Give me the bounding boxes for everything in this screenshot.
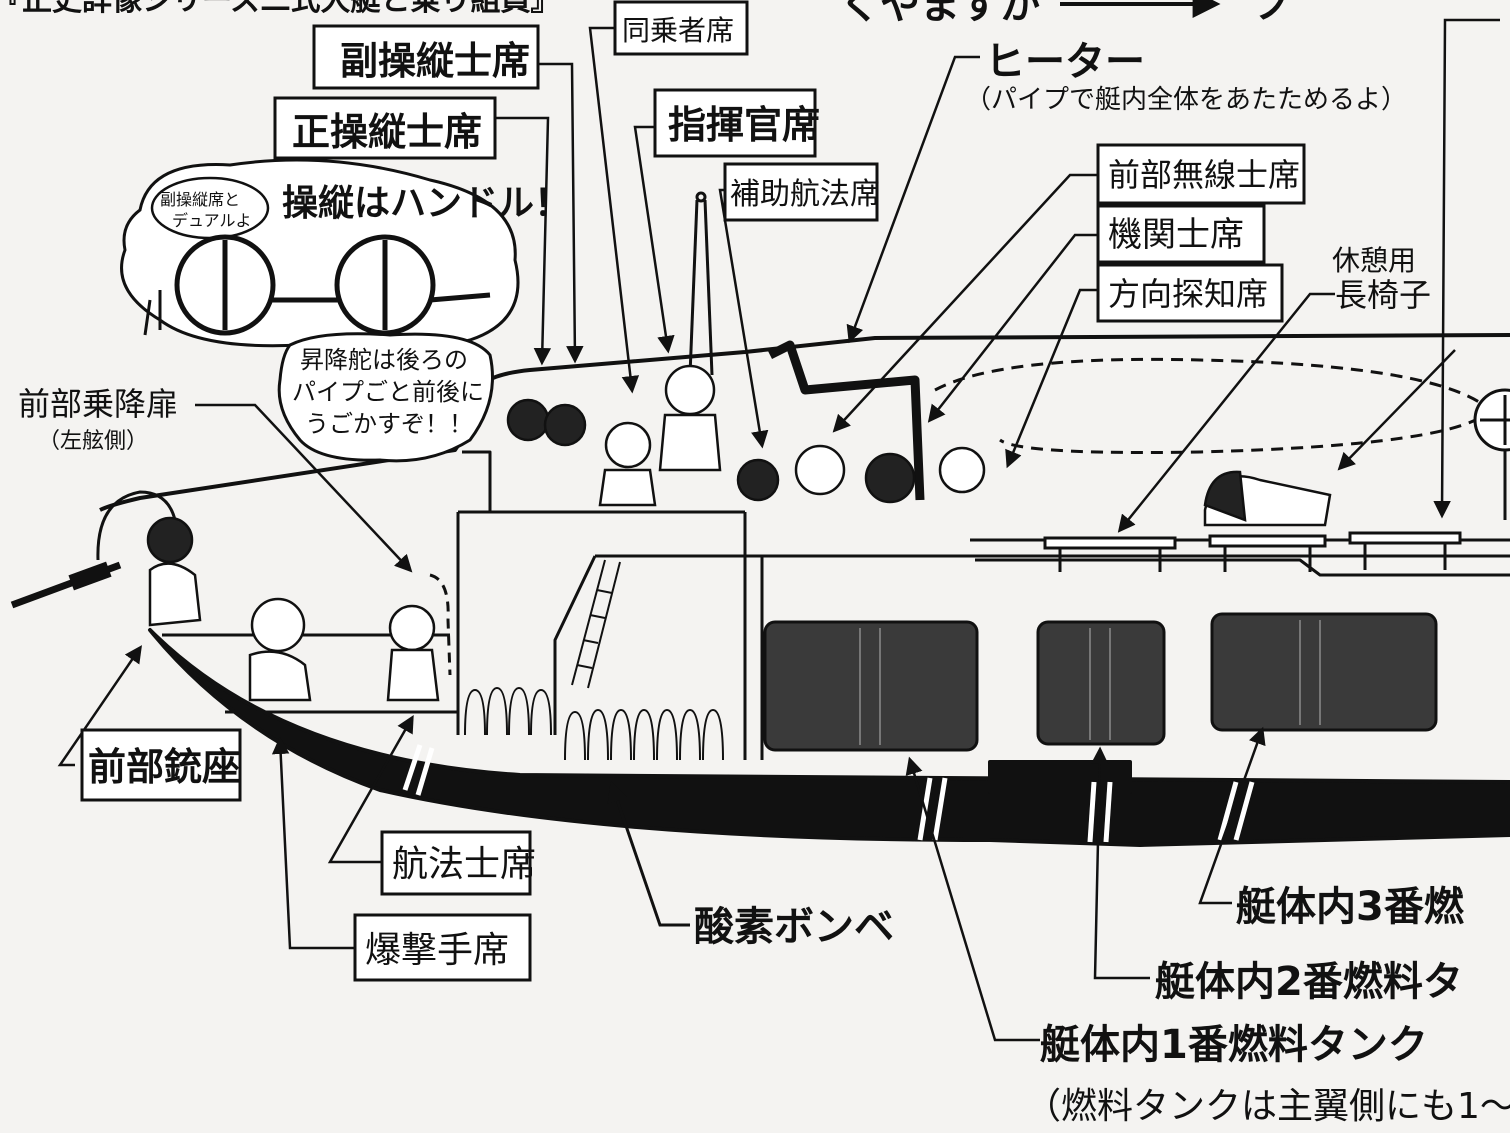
elevator-line3: うごかすぞ！！	[305, 410, 473, 438]
fan-unit	[1473, 388, 1510, 520]
crew-pilot	[506, 398, 587, 447]
series-title: 『正史詳像シリーズ二式大艇と乗り組員』	[0, 0, 561, 18]
aux-nav-box	[723, 162, 879, 222]
pilot-seat-box	[273, 96, 497, 160]
crew-navigator	[386, 604, 440, 702]
oxygen-cylinder-label: 酸素ボンベ	[694, 904, 894, 950]
bombardier-box	[353, 913, 532, 982]
front-gun-box	[80, 728, 242, 802]
oxygen-cylinders	[464, 686, 724, 761]
leader-lines	[57, 0, 1500, 1042]
crew-aux	[736, 458, 780, 502]
fuel-tank-2	[1036, 620, 1166, 746]
hull-stripes	[402, 744, 1255, 843]
crew-direction	[938, 446, 986, 494]
passenger-seat-box	[613, 0, 749, 56]
fuel-tanks	[763, 612, 1438, 752]
hull-step	[988, 760, 1132, 794]
rest-bench-line1: 休憩用	[1332, 244, 1416, 277]
upper-rail-2	[975, 558, 1510, 577]
yoke-headline: 操縦はハンドル！	[282, 183, 570, 224]
passenger-seat-label: 同乗者席	[622, 14, 734, 47]
navigator-seat-label: 航法士席	[392, 844, 536, 885]
ladder	[571, 559, 621, 689]
commander-seat-box	[653, 88, 817, 158]
front-hatch-label: 前部乗降扉	[18, 385, 178, 423]
crew-commander	[658, 364, 722, 472]
aux-navigator-seat-label: 補助航法席	[730, 177, 880, 212]
direction-finder-seat-label: 方向探知席	[1108, 275, 1268, 313]
fuel-tank-3-label: 艇体内3番燃	[1236, 884, 1465, 930]
crew-engineer	[864, 452, 916, 504]
front-radio-seat-label: 前部無線士席	[1108, 156, 1300, 194]
dual-control-line2: デュアルよ	[172, 211, 252, 230]
header-arrow-text-right: ノ	[1255, 0, 1295, 28]
crew-bombardier	[248, 597, 312, 702]
label-boxes	[80, 0, 1306, 982]
pilot-seat-label: 正操縦士席	[292, 110, 482, 154]
nose-dome	[96, 490, 177, 561]
yoke-icon	[143, 234, 491, 336]
crew-gunner	[146, 516, 202, 627]
fuel-tank-note: （燃料タンクは主翼側にも1～4	[1025, 1086, 1510, 1127]
elevator-line2: パイプごと前後に	[292, 378, 484, 406]
antenna-mast	[688, 191, 714, 376]
front-hatch-note: （左舷側）	[38, 429, 148, 454]
hull-keel-band	[148, 628, 1510, 847]
heater-note: （パイプで艇内全体をあたためるよ）	[965, 85, 1407, 115]
front-radio-box	[1096, 143, 1306, 205]
fuel-tank-2-label: 艇体内2番燃料タ	[1155, 959, 1463, 1005]
crew-resting	[1203, 470, 1332, 527]
copilot-seat-box	[312, 24, 540, 90]
engineer-seat-label: 機関士席	[1108, 215, 1244, 255]
rest-benches	[1043, 531, 1462, 572]
rest-bench-line2: 長椅子	[1335, 276, 1431, 314]
elevator-line1: 昇降舵は後ろの	[300, 346, 468, 374]
heater-duct	[767, 340, 925, 501]
bulkhead-b	[553, 555, 597, 735]
dual-control-line1: 副操縦席と	[160, 190, 240, 209]
bombardier-seat-label: 爆撃手席	[365, 930, 509, 971]
copilot-seat-label: 副操縦士席	[340, 39, 530, 83]
cockpit-frame	[462, 450, 492, 512]
front-gun-seat-label: 前部銃座	[88, 745, 240, 789]
commander-seat-label: 指揮官席	[668, 103, 820, 147]
engineer-box	[1096, 204, 1266, 264]
fuel-tank-1-label: 艇体内1番燃料タンク	[1040, 1022, 1428, 1068]
crew-figures	[146, 364, 1332, 702]
header-arrow-text: くやますか	[840, 0, 1040, 28]
fuel-tank-1	[763, 620, 979, 752]
direction-box	[1096, 263, 1284, 323]
heater-label: ヒーター	[985, 39, 1145, 85]
crew-radio	[794, 444, 846, 496]
front-gun	[10, 561, 122, 609]
navigator-box	[380, 830, 532, 896]
crew-copilot	[598, 421, 657, 507]
fuel-tank-3	[1210, 612, 1438, 732]
front-hatch-outline	[429, 573, 452, 676]
